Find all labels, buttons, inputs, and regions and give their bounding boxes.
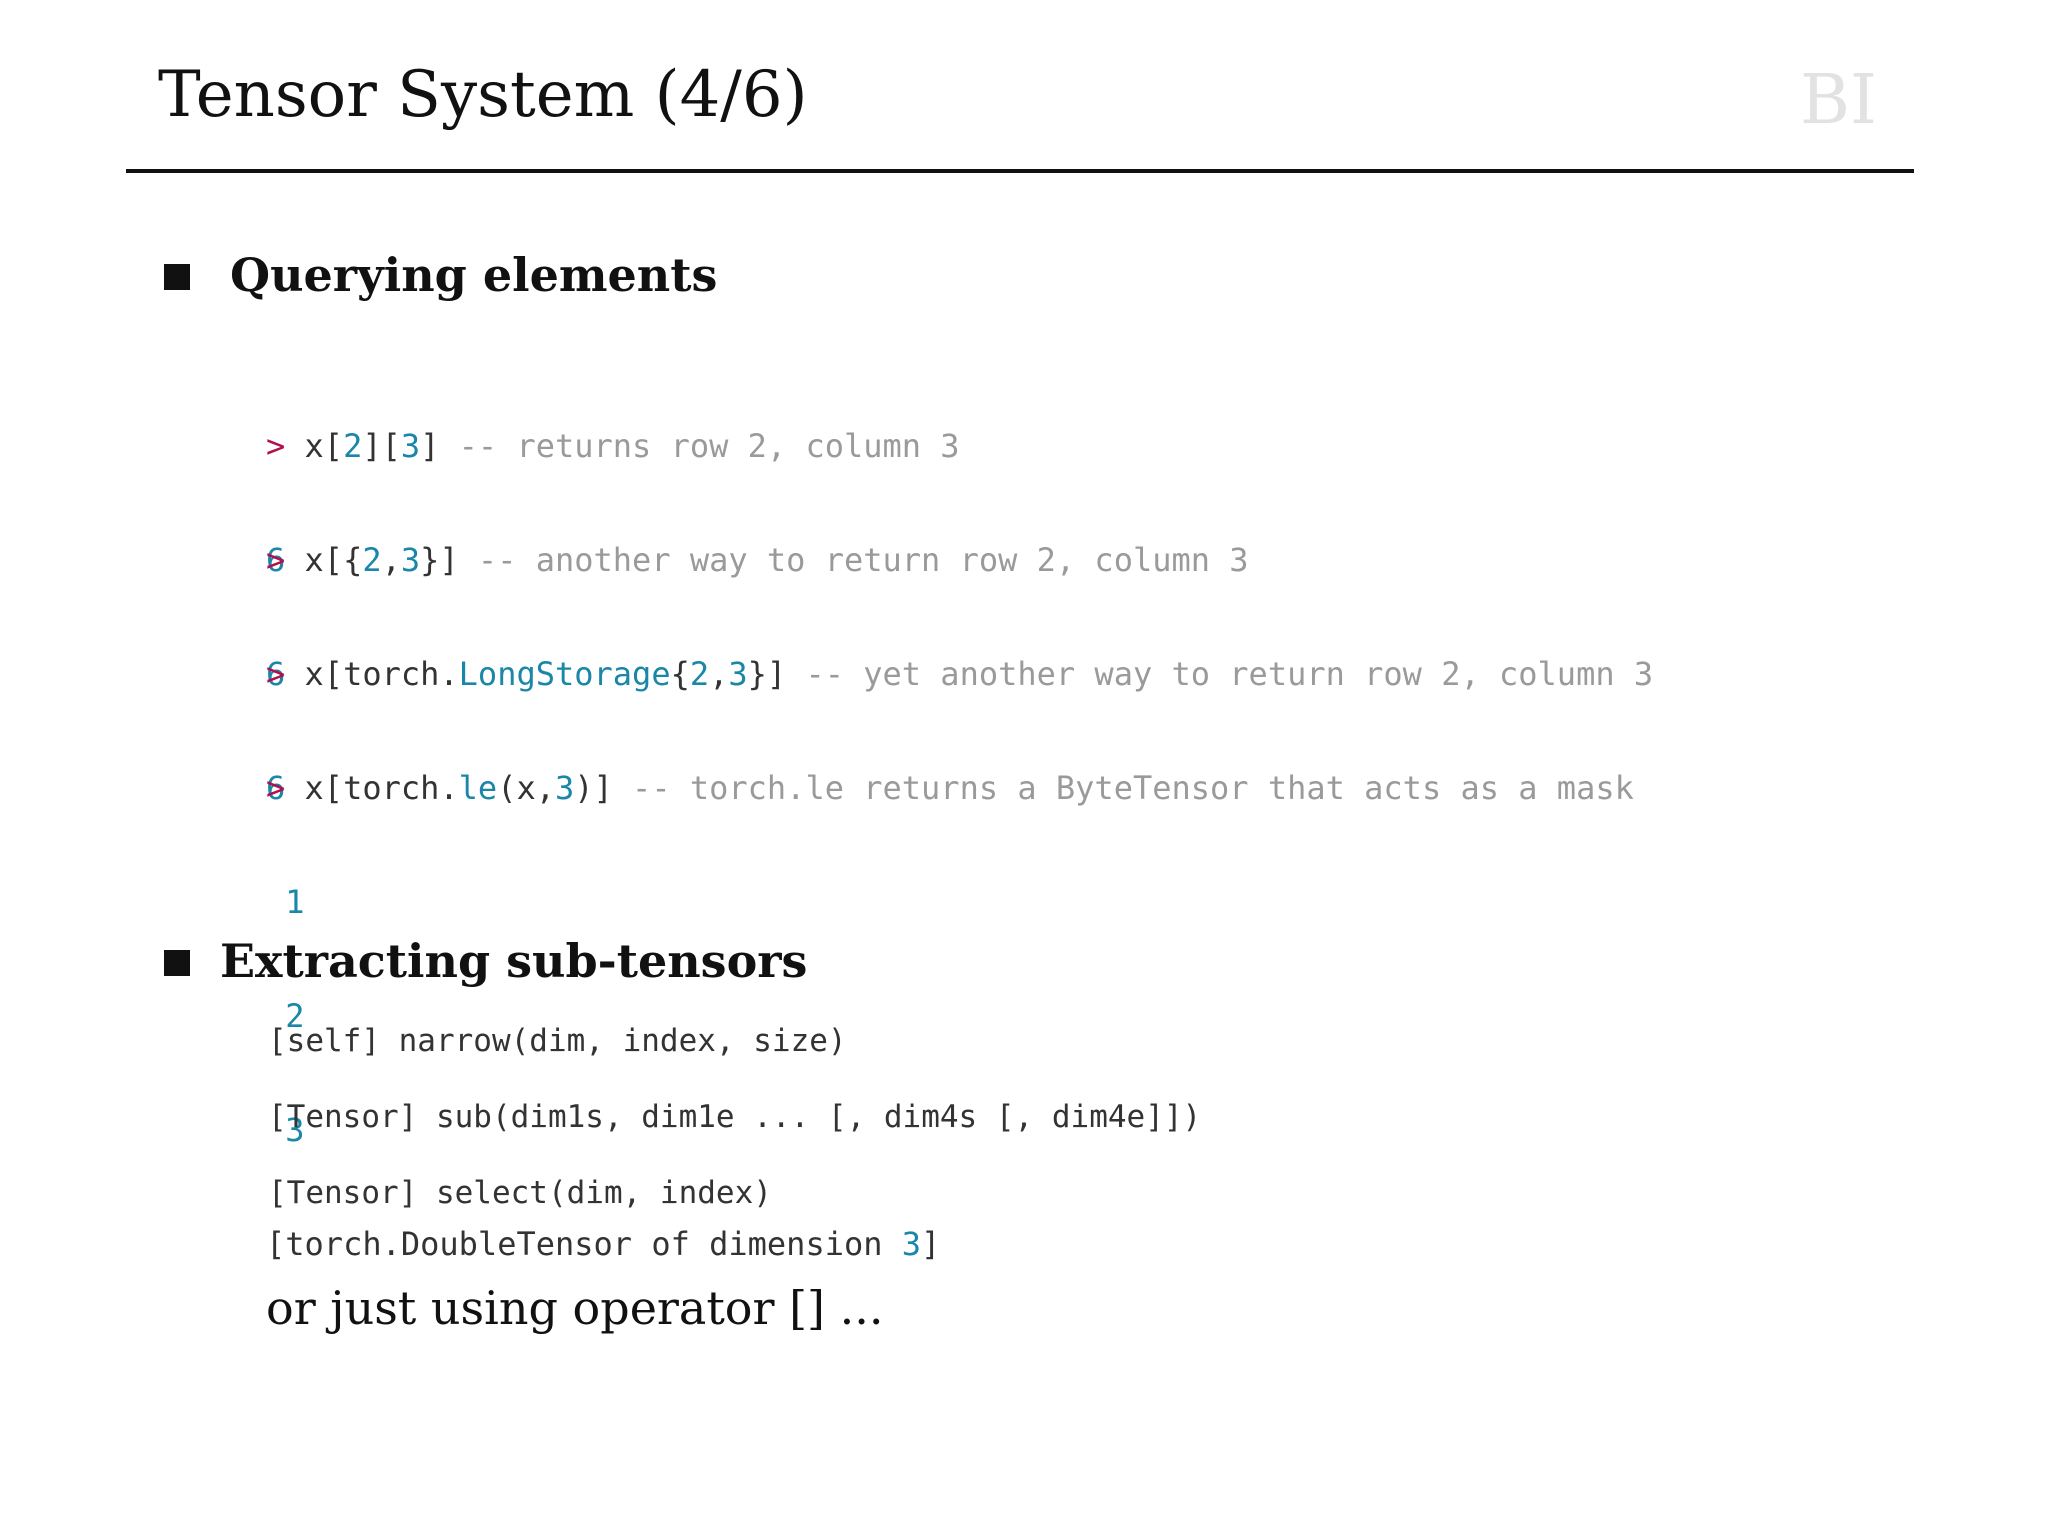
code-result: 3 [266,1111,1634,1149]
code-comment: -- returns row 2, column 3 [458,427,960,465]
result-value: 1 [285,883,305,921]
section-heading: Extracting sub-tensors [220,934,808,988]
prompt-symbol: > [266,427,286,465]
code-function: le [458,769,498,807]
code-text: { [670,655,690,693]
title-divider [126,169,1914,173]
code-text: )] [574,769,613,807]
code-example-3: > x[torch.LongStorage{2,3}] -- yet anoth… [266,579,1653,883]
code-example-4: > x[torch.le(x,3)] -- torch.le returns a… [266,693,1634,1339]
code-footer: [torch.DoubleTensor of dimension 3] [266,1225,1634,1263]
code-text: x[torch. [304,655,459,693]
code-line: > x[torch.le(x,3)] -- torch.le returns a… [266,769,1634,807]
code-text: (x, [497,769,555,807]
signature-select: [Tensor] select(dim, index) [268,1175,772,1211]
prompt-symbol: > [266,655,286,693]
code-number: 2 [689,655,710,693]
code-number: 3 [728,655,748,693]
code-text: ][ [362,427,401,465]
code-result: 6 [266,541,286,579]
code-line: > x[torch.LongStorage{2,3}] -- yet anoth… [266,655,1653,693]
prompt-symbol: > [266,769,286,807]
code-text: , [709,655,729,693]
slide-title: Tensor System (4/6) [158,58,808,132]
code-text: [torch.DoubleTensor of dimension [266,1225,902,1263]
code-example-2: > x[{2,3}] -- another way to return row … [266,465,1249,769]
code-result: 1 [266,883,1634,921]
prompt-symbol: > [266,541,286,579]
code-number: 3 [901,1225,922,1263]
code-text: }] [747,655,787,693]
code-example-1: > x[2][3] -- returns row 2, column 3 6 [266,351,960,655]
closing-note: or just using operator [] ... [266,1281,884,1335]
code-number: 2 [343,427,363,465]
code-text: x[{ [304,541,363,579]
signature-narrow: [self] narrow(dim, index, size) [268,1023,847,1059]
code-text: , [381,541,401,579]
code-text: x[ [304,427,344,465]
code-comment: -- yet another way to return row 2, colu… [805,655,1654,693]
code-comment: -- torch.le returns a ByteTensor that ac… [632,769,1634,807]
result-value: 3 [285,1111,305,1149]
section-heading: Querying elements [230,248,718,302]
code-text: ] [921,1225,941,1263]
code-line: > x[{2,3}] -- another way to return row … [266,541,1249,579]
logo: BI [1800,61,1877,140]
code-text: x[torch. [304,769,459,807]
signature-sub: [Tensor] sub(dim1s, dim1e ... [, dim4s [… [268,1099,1202,1135]
code-result: 6 [266,769,286,807]
bullet-square-icon [164,950,190,976]
code-text: }] [420,541,459,579]
code-comment: -- another way to return row 2, column 3 [477,541,1249,579]
code-number: 3 [400,427,421,465]
code-number: 3 [400,541,421,579]
bullet-square-icon [164,264,190,290]
result-value: 2 [285,997,305,1035]
code-result: 6 [266,655,286,693]
code-line: > x[2][3] -- returns row 2, column 3 [266,427,960,465]
code-result: 2 [266,997,1634,1035]
code-number: 2 [362,541,382,579]
code-number: 3 [554,769,575,807]
code-text: ] [420,427,440,465]
code-function: LongStorage [458,655,671,693]
